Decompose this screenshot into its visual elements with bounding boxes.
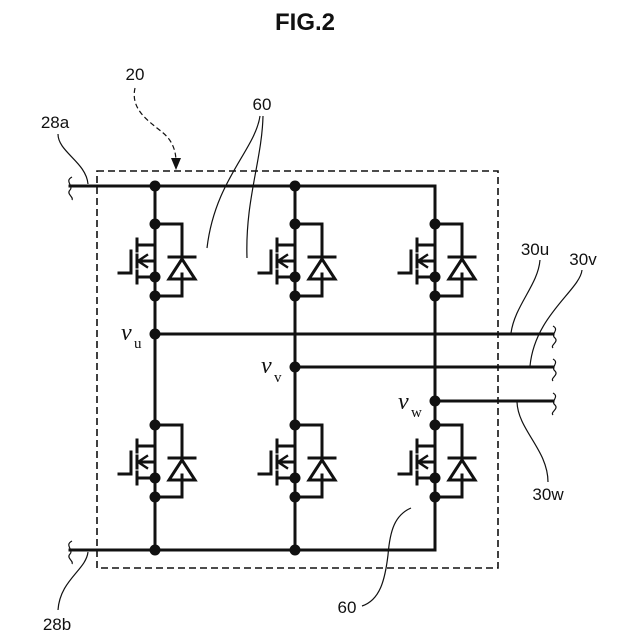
lower-switch-w-mosfet-gate (399, 452, 411, 474)
lower-switch-v-mosfet-gate (259, 452, 271, 474)
upper-switch-v-mosfet-gate (259, 251, 271, 273)
phase-subscript-v: v (274, 370, 282, 386)
lower-switch-u-source-body-node (150, 473, 161, 484)
bus-negative-node-u (150, 545, 161, 556)
switch-label-top: 60 (253, 95, 272, 114)
lower-switch-w-source-body-node (430, 473, 441, 484)
dc-bus-negative-label: 28b (43, 615, 71, 634)
upper-switch-w-mosfet-gate (399, 251, 411, 273)
bus-negative-node-v (290, 545, 301, 556)
lower-switch-v-drain-node (290, 420, 301, 431)
bus-break-positive (69, 177, 73, 200)
output-v-leader (530, 270, 582, 366)
lower-switch-u-drain-node (150, 420, 161, 431)
output-break-u (552, 326, 556, 348)
lower-switch-w-source-node (430, 492, 441, 503)
upper-switch-u-diode-cathode-wire (155, 224, 182, 257)
bus-positive-node-v (290, 181, 301, 192)
upper-switch-w-diode-cathode-wire (435, 224, 462, 257)
switch-label-bottom: 60 (338, 598, 357, 617)
bus-positive-node-u (150, 181, 161, 192)
phase-symbol-v: v (261, 353, 272, 379)
upper-switch-u-source-node (150, 291, 161, 302)
dc-bus-positive-leader (58, 134, 88, 184)
upper-switch-w-source-node (430, 291, 441, 302)
phase-label-u: v u (121, 320, 142, 352)
upper-switch-w-source-body-node (430, 272, 441, 283)
output-u-label: 30u (521, 240, 549, 259)
phase-subscript-w: w (411, 405, 422, 421)
figure-title: FIG.2 (275, 9, 335, 36)
inverter-leader (134, 88, 176, 162)
lower-switch-u-mosfet-gate (119, 452, 131, 474)
upper-switch-u-mosfet-gate (119, 251, 131, 273)
phase-symbol-u: v (121, 320, 132, 346)
output-break-v (552, 359, 556, 381)
inverter-arrowhead (171, 158, 181, 170)
output-w-label: 30w (532, 485, 564, 504)
inverter-label: 20 (126, 65, 145, 84)
upper-switch-w-drain-node (430, 219, 441, 230)
upper-switch-v-diode-cathode-wire (295, 224, 322, 257)
lower-switch-v-source-node (290, 492, 301, 503)
output-break-w (552, 393, 556, 415)
upper-switch-v-drain-node (290, 219, 301, 230)
lower-switch-w-drain-node (430, 420, 441, 431)
switch-leader-top-1 (207, 116, 260, 248)
lower-switch-u-diode-cathode-wire (155, 425, 182, 458)
lower-switch-w-diode-cathode-wire (435, 425, 462, 458)
upper-switch-u-source-body-node (150, 272, 161, 283)
dc-bus-negative-leader (58, 552, 88, 610)
lower-switch-u-source-node (150, 492, 161, 503)
switch-leader-bottom (362, 508, 411, 606)
upper-switch-v-source-body-node (290, 272, 301, 283)
phase-symbol-w: v (398, 389, 409, 415)
output-v-label: 30v (569, 250, 597, 269)
lower-switch-v-diode-cathode-wire (295, 425, 322, 458)
dc-bus-positive-label: 28a (41, 113, 70, 132)
lower-switch-v-source-body-node (290, 473, 301, 484)
output-u-leader (511, 260, 540, 333)
upper-switch-u-drain-node (150, 219, 161, 230)
output-w-leader (517, 402, 548, 482)
phase-subscript-u: u (134, 336, 142, 352)
bus-break-negative (69, 541, 73, 564)
phase-label-v: v v (261, 353, 282, 386)
phase-label-w: v w (398, 389, 422, 421)
upper-switch-v-source-node (290, 291, 301, 302)
